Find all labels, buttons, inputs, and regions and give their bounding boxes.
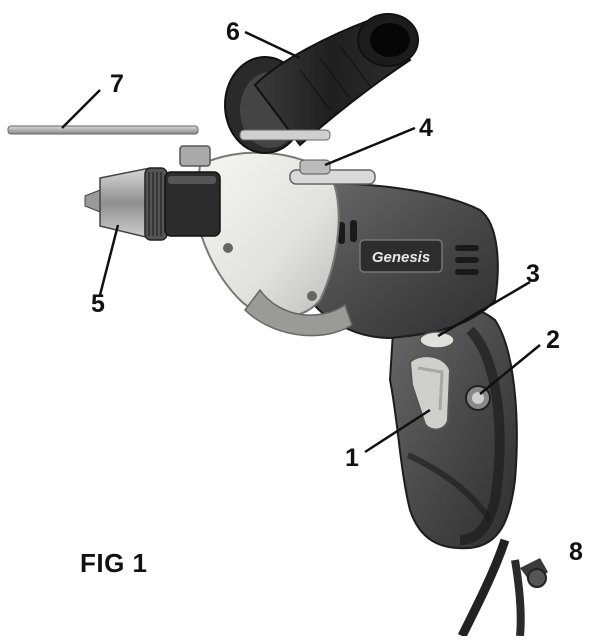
callout-4: 4 [419, 114, 433, 142]
callout-7: 7 [110, 70, 124, 98]
brand-logo: Genesis [372, 249, 430, 266]
callout-3: 3 [526, 260, 540, 288]
keyed-chuck [84, 167, 221, 241]
trigger-switch [408, 355, 452, 431]
callout-8: 8 [569, 538, 583, 566]
hammer-drill-selector [289, 159, 376, 185]
brand-badge: Genesis [359, 239, 443, 273]
depth-gauge-rod [7, 125, 211, 167]
callout-1: 1 [345, 444, 359, 472]
vent-slots [338, 220, 479, 275]
auxiliary-handle [224, 13, 419, 154]
figure-label: FIG 1 [80, 548, 148, 578]
callout-leader-lines [61, 30, 541, 454]
lock-on-button [419, 331, 455, 349]
gear-housing [193, 151, 353, 337]
callout-2: 2 [546, 326, 560, 354]
callout-5: 5 [91, 290, 105, 318]
callout-6: 6 [226, 18, 240, 46]
motor-housing: Genesis [298, 182, 499, 340]
power-cord [457, 538, 548, 639]
